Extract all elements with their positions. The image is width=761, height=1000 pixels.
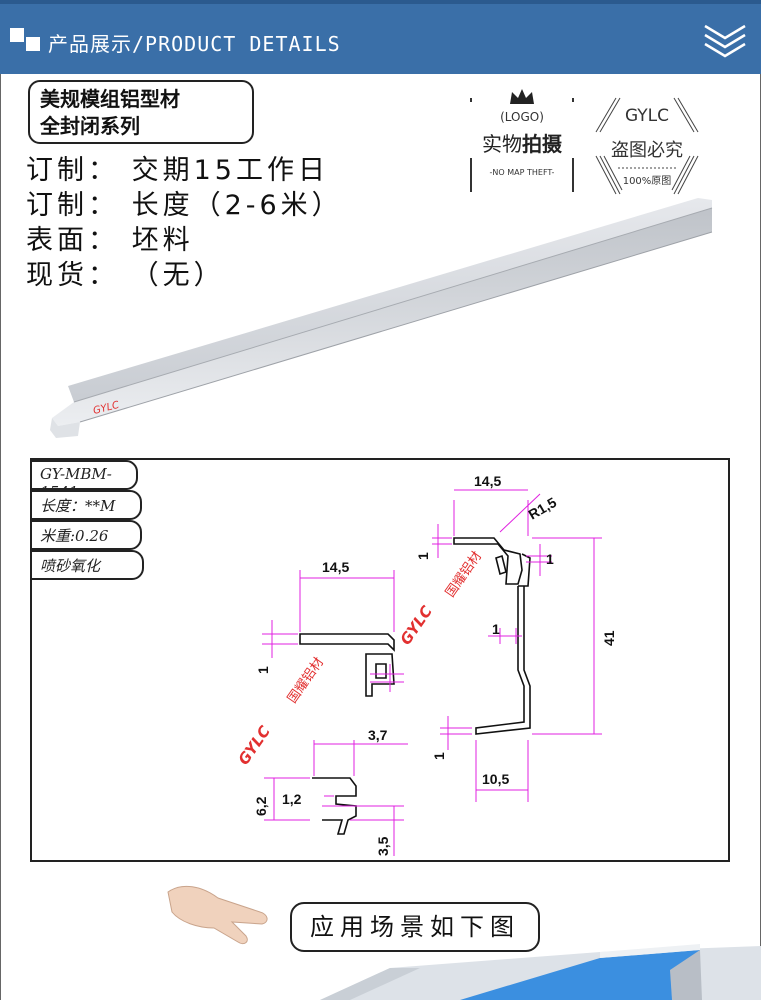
aluminum-profile-render: GYLC xyxy=(50,198,713,438)
dim-bottom-thickness: 1 xyxy=(431,752,447,760)
tag-weight: 米重:0.26 xyxy=(30,520,142,550)
photo-stamp: (LOGO) 实物拍摄 -NO MAP THEFT- xyxy=(470,88,574,198)
stamp-title: 实物拍摄 xyxy=(482,132,562,156)
logo-text: (LOGO) xyxy=(500,110,544,124)
stamp-original: 100%原图 xyxy=(622,176,672,187)
dim-opening: 3,5 xyxy=(375,836,391,856)
dim-lip-width: 1,2 xyxy=(282,791,302,807)
application-scene-label: 应用场景如下图 xyxy=(290,902,540,952)
dim-top-width-right: 14,5 xyxy=(474,473,501,489)
tag-model: GY-MBM-1541 xyxy=(30,460,138,501)
dim-radius: R1,5 xyxy=(526,494,560,523)
tag-finish: 喷砂氧化 xyxy=(30,550,144,580)
laurel-icon xyxy=(595,97,699,195)
logo-square-icon xyxy=(26,37,40,51)
dim-height: 41 xyxy=(601,630,617,646)
dim-slot-height: 6,2 xyxy=(253,796,269,816)
header-title: 产品展示/PRODUCT DETAILS xyxy=(48,32,341,56)
series-title-box: 美规模组铝型材 全封闭系列 xyxy=(28,80,254,144)
watermark-brand: GYLC xyxy=(397,603,436,649)
dim-slot-depth: 3,7 xyxy=(368,727,388,743)
anti-theft-stamp: GYLC 盗图必究 100%原图 xyxy=(592,96,702,196)
logo-square-icon xyxy=(10,28,24,42)
stamp-warning: 盗图必究 xyxy=(611,140,683,161)
dim-bottom-width: 10,5 xyxy=(482,771,509,787)
watermark-brand: GYLC xyxy=(235,723,274,769)
spec-surface: 表面： 坯料 xyxy=(26,225,194,256)
series-subname: 全封闭系列 xyxy=(40,114,140,138)
watermark-cn: 国耀铝材 xyxy=(285,655,327,706)
dim-top-width-left: 14,5 xyxy=(322,559,349,575)
dim-wall-thickness: 1 xyxy=(492,621,500,637)
stamp-subtitle: -NO MAP THEFT- xyxy=(489,168,555,177)
frame-border xyxy=(0,74,1,1000)
tag-length: 长度：**M xyxy=(30,490,142,520)
dim-left-thickness: 1 xyxy=(255,666,271,674)
watermark-cn: 国耀铝材 xyxy=(443,549,485,600)
dim-slot-width: 1 xyxy=(546,551,554,567)
spec-stock: 现货： （无） xyxy=(26,260,225,291)
application-scene-image xyxy=(320,944,761,1000)
dim-top-thickness: 1 xyxy=(415,552,431,560)
chevron-down-icon[interactable] xyxy=(702,22,748,58)
spec-length: 订制： 长度（2-6米） xyxy=(26,190,343,221)
header-bar: 产品展示/PRODUCT DETAILS xyxy=(0,0,761,74)
spec-lead-time: 订制： 交期15工作日 xyxy=(26,155,329,186)
profile-cross-section: 14,5 R1,5 1 1 1 41 1 10,5 14,5 1 3,7 6,2… xyxy=(235,473,617,856)
stamp-brand: GYLC xyxy=(624,106,670,126)
crown-icon xyxy=(510,89,534,104)
technical-drawing: 14,5 R1,5 1 1 1 41 1 10,5 14,5 1 3,7 6,2… xyxy=(30,458,730,862)
pointing-hand-icon xyxy=(167,885,268,945)
series-name: 美规模组铝型材 xyxy=(40,87,180,111)
